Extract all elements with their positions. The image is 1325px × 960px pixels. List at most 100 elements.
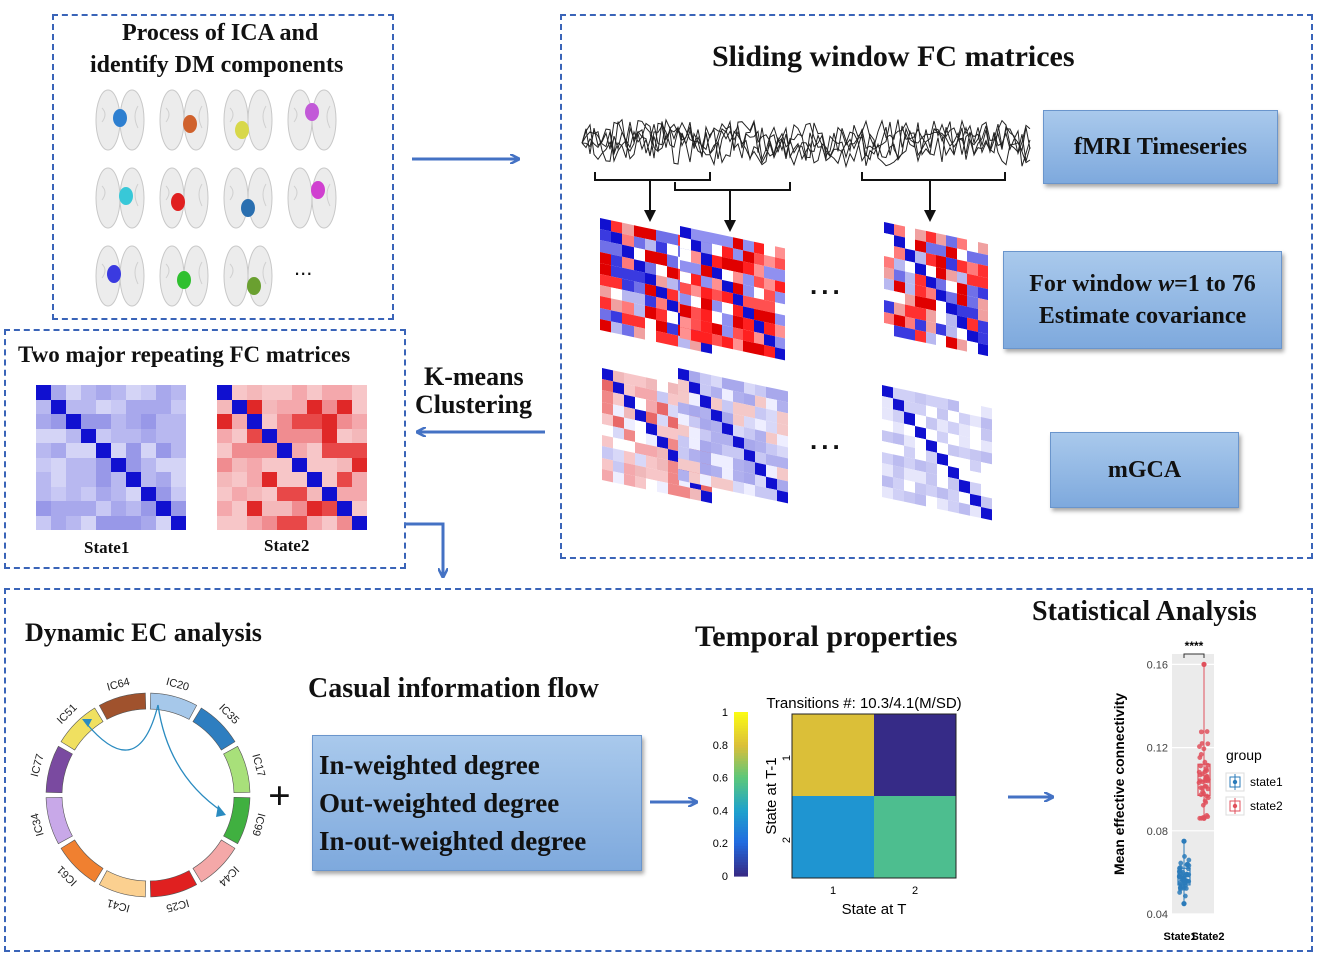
matrix-cell bbox=[141, 486, 156, 501]
matrix-cell bbox=[307, 457, 322, 472]
circle-label: IC41 bbox=[106, 896, 132, 914]
colorbar-swatch bbox=[734, 783, 748, 787]
data-point bbox=[1200, 802, 1206, 808]
x-category: State2 bbox=[1191, 931, 1224, 943]
mgca-box: mGCA bbox=[1050, 432, 1239, 508]
colorbar-swatch bbox=[734, 821, 748, 825]
matrix-cell bbox=[81, 385, 96, 400]
timeseries-trace bbox=[581, 119, 1031, 167]
matrix-cell bbox=[36, 428, 51, 443]
matrix-cell bbox=[322, 472, 337, 487]
matrix-cell bbox=[96, 472, 111, 487]
causal-links bbox=[85, 704, 224, 813]
matrix-cell bbox=[96, 457, 111, 472]
window-label-line1: For window w=1 to 76 bbox=[1029, 271, 1256, 297]
matrix-cell bbox=[217, 501, 232, 516]
brain-component-icon bbox=[223, 89, 273, 151]
colorbar-swatch bbox=[734, 761, 748, 765]
matrix-cell bbox=[262, 472, 277, 487]
matrix-cell bbox=[352, 457, 367, 472]
data-point bbox=[1186, 857, 1192, 863]
heatmap-ylabel: State at T-1 bbox=[763, 757, 780, 834]
colorbar-swatch bbox=[734, 796, 748, 801]
brain-component-icon bbox=[223, 167, 273, 229]
matrix-cell bbox=[322, 457, 337, 472]
circle-label: IC99 bbox=[249, 812, 267, 838]
colorbar-swatch bbox=[734, 865, 748, 869]
matrix-cell bbox=[156, 472, 171, 487]
matrix-cell bbox=[307, 428, 322, 443]
matrix-cell bbox=[96, 385, 111, 400]
circle-label: IC17 bbox=[249, 753, 267, 779]
brain-component-icon bbox=[287, 167, 337, 229]
data-point bbox=[1205, 795, 1211, 801]
matrix-cell bbox=[277, 443, 292, 458]
colorbar-tick: 0.2 bbox=[713, 838, 728, 850]
matrix-cell bbox=[247, 472, 262, 487]
colorbar-swatch bbox=[734, 720, 748, 724]
matrix-cell bbox=[262, 515, 277, 530]
matrix-cell bbox=[262, 385, 277, 400]
colorbar-swatch bbox=[734, 870, 748, 874]
y-tick: 0.04 bbox=[1147, 909, 1168, 921]
matrix-cell bbox=[51, 472, 66, 487]
brain-component-icon bbox=[159, 167, 209, 229]
matrix-cell bbox=[111, 443, 126, 458]
matrix-cell bbox=[51, 443, 66, 458]
matrix-cell bbox=[171, 472, 186, 487]
colorbar-swatch bbox=[734, 835, 748, 839]
colorbar-swatch bbox=[734, 854, 748, 858]
matrix-cell bbox=[51, 486, 66, 501]
data-point bbox=[1201, 661, 1207, 667]
colorbar-swatch bbox=[734, 750, 748, 754]
matrix-cell bbox=[232, 472, 247, 487]
matrix-cell bbox=[307, 472, 322, 487]
matrix-cell bbox=[352, 399, 367, 414]
matrix-cell bbox=[232, 443, 247, 458]
matrix-cell bbox=[352, 515, 367, 530]
matrix-cell bbox=[66, 385, 81, 400]
plus-sign: + bbox=[268, 773, 291, 818]
matrix-cell bbox=[126, 501, 141, 516]
matrix-cell bbox=[277, 399, 292, 414]
colorbar-swatch bbox=[734, 780, 748, 784]
matrix-cell bbox=[337, 428, 352, 443]
matrix-cell bbox=[322, 428, 337, 443]
matrix-cell bbox=[96, 515, 111, 530]
kmeans-line2: Clustering bbox=[415, 390, 532, 419]
matrix-cell bbox=[217, 457, 232, 472]
in-weighted-degree: In-weighted degree bbox=[319, 750, 540, 780]
matrix-cell bbox=[262, 457, 277, 472]
colorbar-swatch bbox=[734, 772, 748, 776]
matrix-cell bbox=[322, 399, 337, 414]
colorbar-swatch bbox=[734, 769, 748, 773]
matrix-cell bbox=[292, 414, 307, 429]
statistical-title: Statistical Analysis bbox=[1032, 596, 1257, 627]
matrix-cell bbox=[111, 472, 126, 487]
dynamic-ec-title: Dynamic EC analysis bbox=[25, 618, 262, 647]
matrix-cell bbox=[96, 443, 111, 458]
matrix-cell bbox=[51, 399, 66, 414]
matrix-cell bbox=[66, 399, 81, 414]
matrix-cell bbox=[232, 385, 247, 400]
matrix-cell bbox=[126, 443, 141, 458]
matrix-cell bbox=[352, 472, 367, 487]
colorbar-swatch bbox=[734, 837, 748, 842]
colorbar-swatch bbox=[734, 728, 748, 732]
matrix-cell bbox=[277, 472, 292, 487]
window-brackets bbox=[594, 172, 1006, 232]
colorbar-swatch bbox=[734, 712, 748, 716]
legend-label: state1 bbox=[1250, 775, 1283, 789]
matrix-cell bbox=[262, 399, 277, 414]
colorbar-tick: 1 bbox=[722, 707, 728, 719]
heatmap-xlabel: State at T bbox=[842, 901, 907, 918]
state2-matrix bbox=[217, 385, 367, 530]
colorbar-swatch bbox=[734, 813, 748, 817]
matrix-cell bbox=[217, 399, 232, 414]
matrix-cell bbox=[337, 457, 352, 472]
brain-component-icon bbox=[223, 245, 273, 307]
colorbar-swatch bbox=[734, 763, 748, 768]
matrix-cell bbox=[277, 501, 292, 516]
matrix-cell bbox=[217, 385, 232, 400]
